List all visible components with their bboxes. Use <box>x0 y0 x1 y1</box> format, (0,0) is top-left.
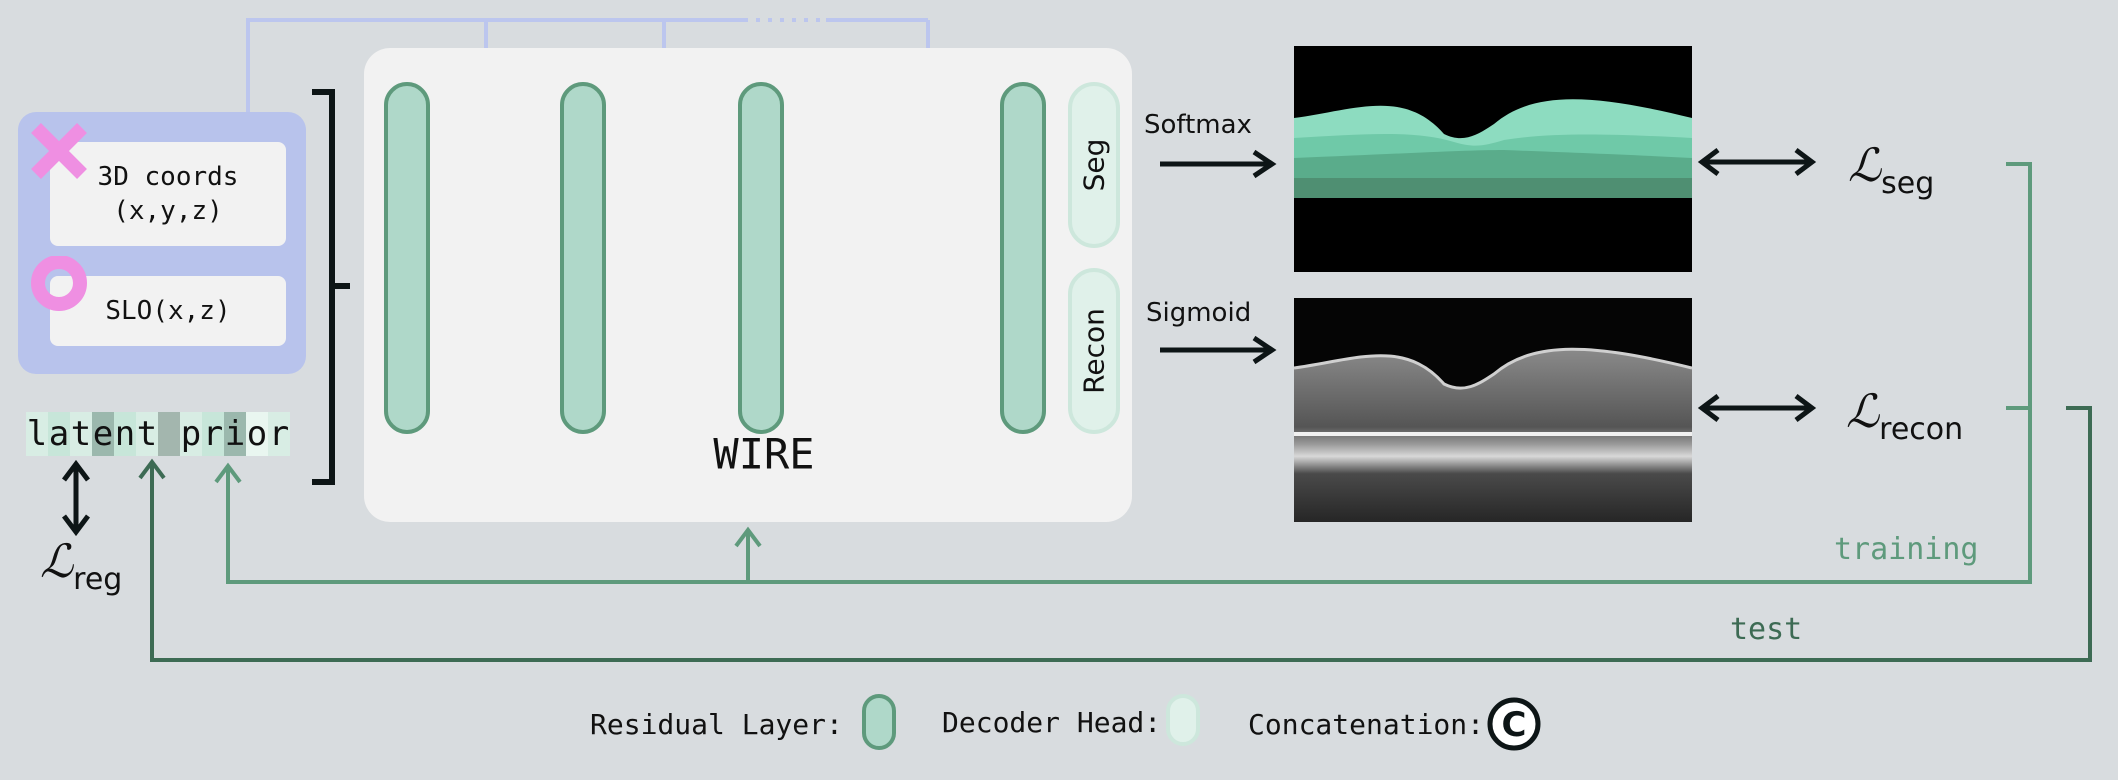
reconstruction-output-image <box>1294 298 1692 522</box>
reconstruction-scan <box>1294 298 1692 522</box>
residual-layer-4 <box>1000 82 1046 434</box>
wire-title: WIRE <box>713 429 815 479</box>
legend-decoder-label: Decoder Head: <box>942 706 1162 739</box>
residual-layer-1 <box>384 82 430 434</box>
legend-residual-swatch <box>862 694 896 750</box>
residual-layer-2 <box>560 82 606 434</box>
latent-prior-char: a <box>48 412 70 456</box>
seg-head-label: Seg <box>1077 138 1111 192</box>
latent-prior-char: p <box>180 412 202 456</box>
reg-loss-subscript: reg <box>73 562 123 597</box>
latent-prior-char: r <box>202 412 224 456</box>
latent-prior-char: r <box>268 412 290 456</box>
seg-loss: ℒseg <box>1848 138 1934 201</box>
reg-loss-symbol: ℒ <box>40 534 74 588</box>
test-feedback-line <box>138 406 2092 662</box>
coords-args: (x,y,z) <box>113 196 223 226</box>
latent-prior-char: i <box>224 412 246 456</box>
seg-head: Seg <box>1068 82 1120 248</box>
latent-prior-char <box>158 412 180 456</box>
legend-concat-text: Concatenation: <box>1248 708 1485 741</box>
sigmoid-label: Sigmoid <box>1146 298 1252 328</box>
reg-loss: ℒreg <box>40 534 122 597</box>
segmentation-output-image <box>1294 46 1692 272</box>
seg-loss-subscript: seg <box>1881 166 1935 201</box>
pink-cross-icon <box>31 123 87 179</box>
pink-ring-icon <box>31 256 87 311</box>
training-feedback-line <box>214 162 2032 584</box>
seg-loss-symbol: ℒ <box>1848 138 1882 192</box>
residual-layer-3 <box>738 82 784 434</box>
latent-prior-char: e <box>92 412 114 456</box>
legend-decoder-swatch <box>1166 694 1200 746</box>
training-label: training <box>1834 532 1979 567</box>
legend-concat-label: C <box>1502 705 1527 745</box>
recon-head: Recon <box>1068 268 1120 434</box>
slo-input-card: SLO(x,z) <box>50 276 286 346</box>
latent-prior-char: l <box>26 412 48 456</box>
recon-loss-symbol: ℒ <box>1846 384 1880 438</box>
legend-residual-label: Residual Layer: <box>590 708 843 741</box>
recon-loss: ℒrecon <box>1846 384 1963 447</box>
legend-concat-node <box>1487 697 1541 751</box>
latent-prior-char: n <box>114 412 136 456</box>
slo-label: SLO(x,z) <box>105 296 231 326</box>
input-bracket <box>312 89 350 485</box>
latent-prior-char: t <box>70 412 92 456</box>
recon-head-label: Recon <box>1077 308 1111 394</box>
coords-input-card: 3D coords (x,y,z) <box>50 142 286 246</box>
recon-loss-subscript: recon <box>1879 412 1964 447</box>
coords-label: 3D coords <box>97 162 239 192</box>
latent-prior-char: t <box>136 412 158 456</box>
segmentation-map <box>1294 46 1692 272</box>
latent-prior-char: o <box>246 412 268 456</box>
test-label: test <box>1730 612 1803 647</box>
softmax-label: Softmax <box>1144 110 1252 140</box>
